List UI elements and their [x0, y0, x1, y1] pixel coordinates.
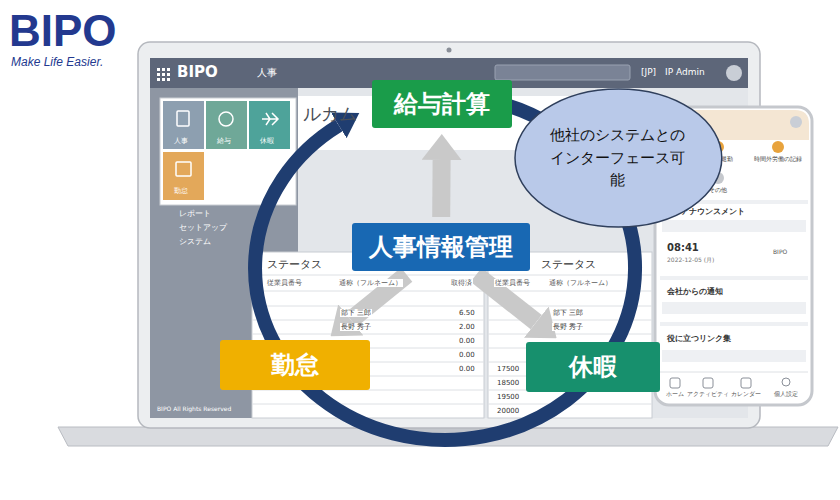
nav-icon — [782, 378, 790, 386]
status-table — [252, 252, 484, 418]
menu-tile — [206, 101, 247, 149]
sidebar-item: レポート — [178, 209, 212, 218]
process-box: 休暇 — [526, 342, 660, 392]
sidebar-item: セットアップ — [178, 223, 228, 232]
search-dropdown — [495, 65, 630, 80]
callout-ellipse — [515, 89, 722, 227]
phone-network: BIPO — [772, 249, 788, 256]
phone-row — [662, 350, 806, 362]
table-cell: 長野 秀子 — [340, 323, 372, 331]
table-cell: 0.00 — [458, 351, 476, 359]
book-icon — [177, 111, 189, 126]
tile-label: 勤怠 — [173, 187, 189, 195]
table-cell: 18500 — [496, 379, 520, 387]
node-text-block: 勤怠 — [271, 351, 319, 380]
grid-icon — [157, 68, 170, 81]
phone-row — [662, 220, 806, 232]
user-name: IP Admin — [664, 67, 706, 77]
nav-icon — [741, 378, 751, 388]
table-cell: 部下 三郎 — [340, 309, 372, 317]
logo-wordmark: BIPO — [8, 6, 118, 57]
node-text-block: 人事情報管理 — [369, 233, 513, 262]
nav-icon — [703, 378, 713, 388]
table-cell: 長野 秀子 — [552, 323, 584, 331]
flow-arrow — [432, 160, 450, 217]
menu-tile — [163, 152, 204, 200]
phone-nav-label: カレンダー — [730, 391, 762, 397]
phone-avatar — [790, 116, 802, 128]
copyright-note: BIPO All Rights Reserved — [156, 406, 232, 413]
calendar-icon — [176, 162, 191, 176]
table-header: 取得済 — [450, 279, 473, 287]
callout-bubble: 他社のシステムとの インターフェース可能 — [514, 88, 723, 228]
menu-tile — [163, 101, 204, 149]
table-header: 従業員番号 — [266, 279, 303, 287]
logo-tagline: Make Life Easier. — [10, 56, 104, 70]
table-header: 通称（フルネーム） — [338, 279, 403, 287]
node-text-block: 給与計算 — [394, 90, 490, 119]
node-text: 他社のシステムとの インターフェース可能 — [548, 124, 688, 192]
table-cell: 0.00 — [458, 365, 476, 373]
phone-nav-label: アクティビティ — [686, 391, 730, 397]
phone-section-title: 役に立つリンク集 — [666, 334, 732, 343]
table-cell: 部下 三郎 — [552, 309, 584, 317]
tile-label: 休暇 — [259, 137, 275, 145]
tile-label: 人事 — [173, 137, 189, 145]
node-text-block: 休暇 — [569, 353, 617, 382]
phone-nav-label: ホーム — [665, 391, 685, 397]
phone-action-label: 時間外労働の記録 — [753, 156, 803, 163]
phone-divider — [660, 322, 808, 326]
phone-date: 2022-12-05 (月) — [666, 257, 715, 264]
app-brand: BIPO — [176, 64, 219, 81]
table-header: 従業員番号 — [494, 279, 531, 287]
laptop-camera — [447, 48, 452, 53]
node-text: 給与計算 — [394, 90, 490, 119]
menu-tile — [249, 101, 290, 149]
table-cell: 6.50 — [458, 309, 476, 317]
money-icon — [219, 112, 233, 126]
table-cell: 19500 — [496, 393, 520, 401]
sidebar-item: システム — [178, 237, 212, 246]
phone-divider — [660, 276, 808, 280]
table-cell: 2.00 — [458, 323, 476, 331]
flow-arrow — [476, 275, 536, 322]
process-box: 給与計算 — [372, 80, 512, 128]
hub-box: 人事情報管理 — [352, 223, 530, 271]
table-title: ステータス — [266, 259, 323, 272]
phone-action-icon — [772, 141, 784, 153]
table-cell: 20000 — [496, 407, 520, 415]
node-text: 休暇 — [569, 353, 617, 382]
table-cell: 17500 — [496, 365, 520, 373]
table-cell: 0.00 — [458, 337, 476, 345]
phone-nav-line — [660, 372, 808, 373]
user-avatar — [726, 65, 742, 81]
process-box: 勤怠 — [220, 340, 370, 390]
table-title: ステータス — [540, 259, 597, 272]
phone-clock: 08:41 — [666, 242, 700, 254]
plane-icon — [262, 113, 278, 125]
node-text: 勤怠 — [271, 351, 319, 380]
welcome-text: ルカム — [302, 104, 358, 125]
node-text-block: 他社のシステムとの インターフェース可能 — [548, 124, 688, 192]
module-name: 人事 — [256, 67, 278, 79]
phone-nav-label: 個人設定 — [773, 391, 799, 397]
node-text: 人事情報管理 — [369, 233, 513, 262]
phone-row — [662, 302, 806, 314]
language-switch: [JP] — [640, 67, 657, 77]
table-header: 通称（フルネーム） — [548, 279, 613, 287]
phone-section-title: 会社からの通知 — [666, 287, 724, 296]
nav-icon — [670, 378, 680, 388]
tile-label: 給与 — [216, 137, 232, 145]
